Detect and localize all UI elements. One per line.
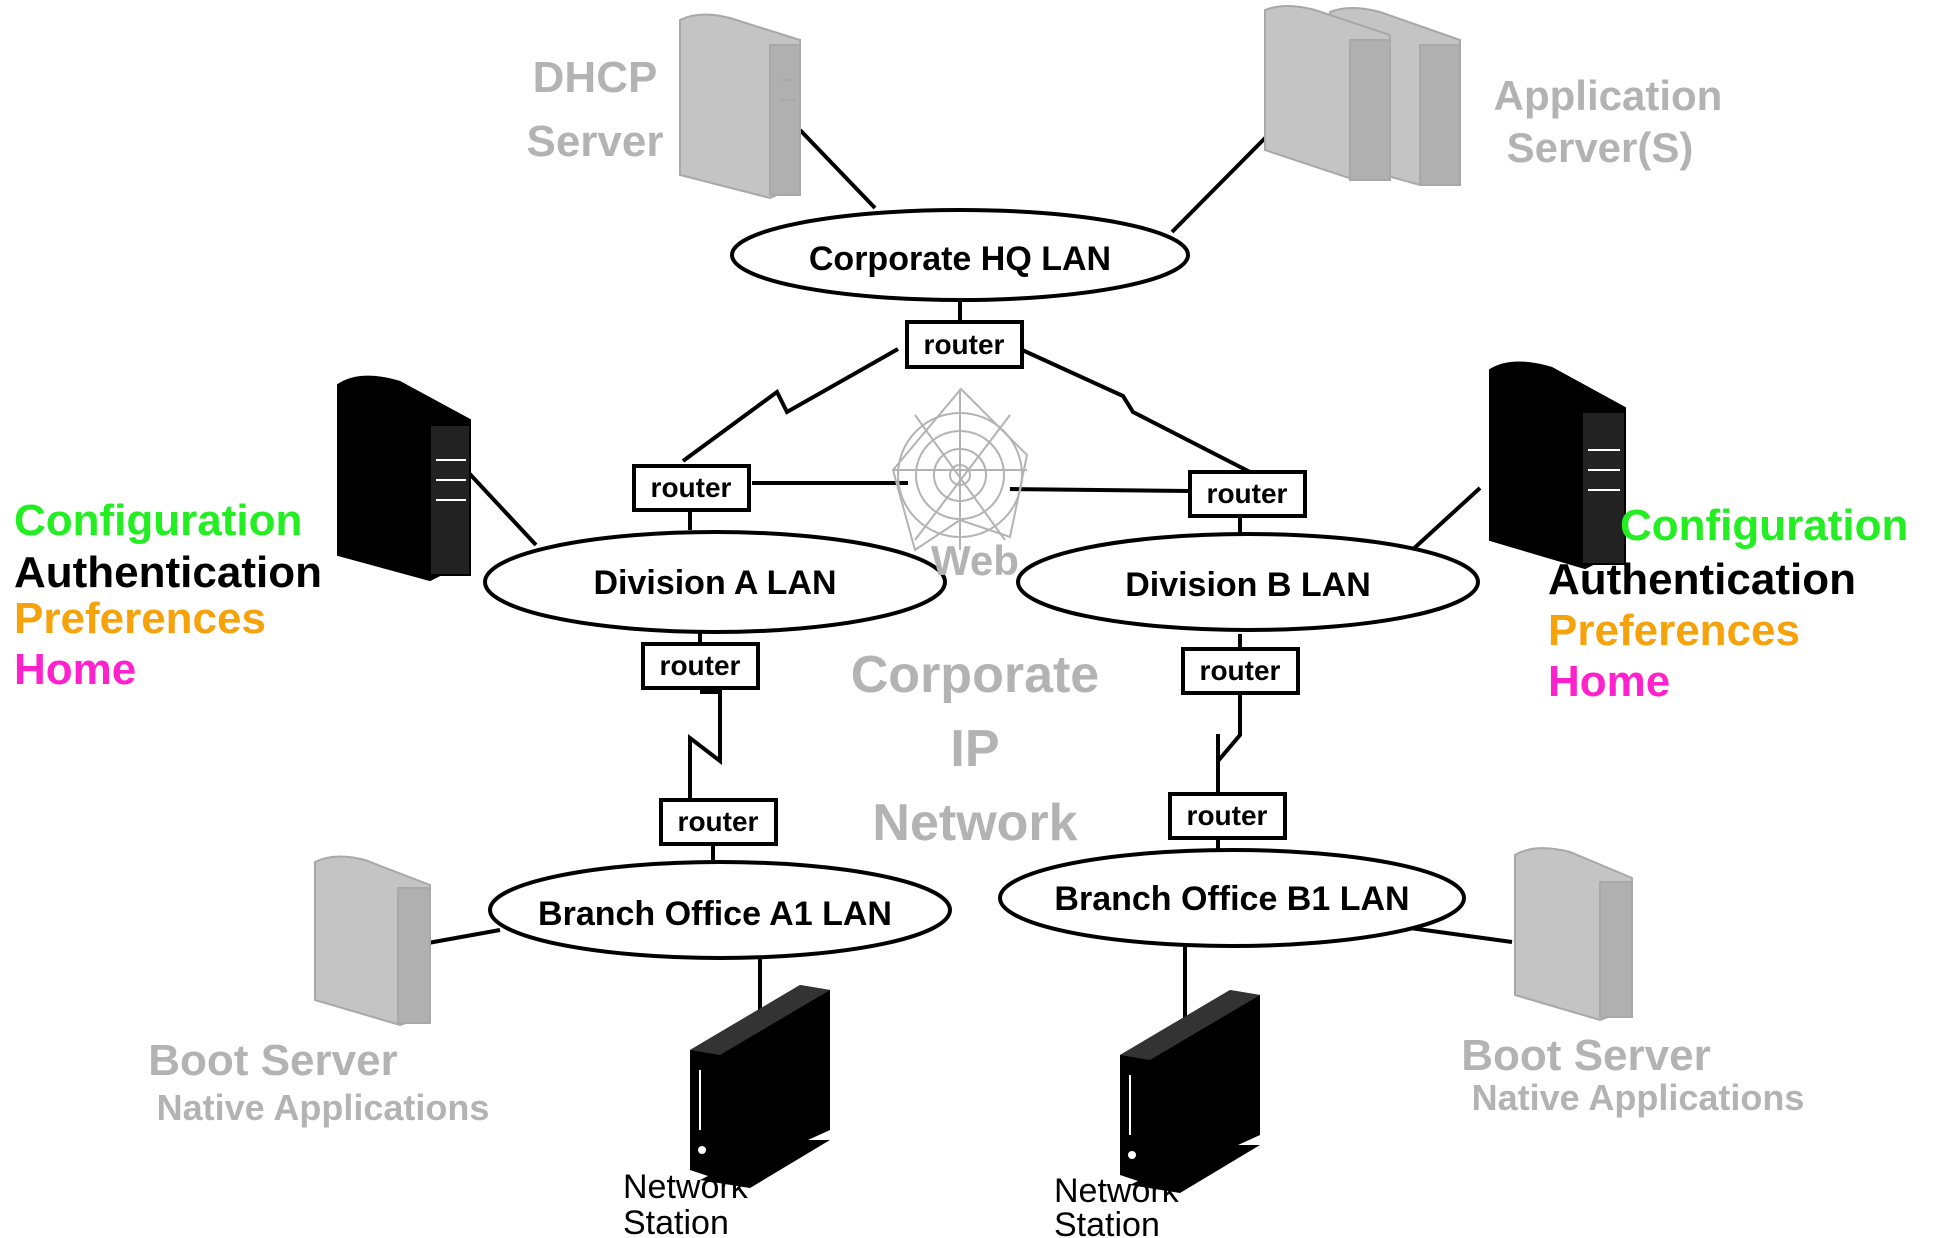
tower-server-icon: [1264, 5, 1461, 187]
tower-server-icon: [337, 375, 471, 582]
router-branch-b1: router: [1168, 792, 1287, 840]
boot-server-b-title: Boot Server: [1461, 1031, 1710, 1080]
web-globe-icon: [891, 387, 1029, 552]
dhcp-label-line1: DHCP: [533, 53, 658, 102]
right-role-config: Configuration: [1620, 501, 1908, 550]
left-role-prefs: Preferences: [14, 594, 266, 643]
lan-branch-a1-label: Branch Office A1 LAN: [538, 895, 892, 933]
router-label: router: [1207, 478, 1288, 509]
router-hq: router: [905, 320, 1024, 369]
router-label: router: [924, 329, 1005, 360]
router-label: router: [1187, 800, 1268, 831]
lan-branch-b1-label: Branch Office B1 LAN: [1054, 880, 1409, 918]
lan-branch-b1: Branch Office B1 LAN: [998, 848, 1466, 948]
boot-server-b-sub: Native Applications: [1472, 1077, 1805, 1118]
lan-division-b: Division B LAN: [1016, 532, 1480, 632]
router-division-a: router: [632, 464, 751, 512]
tower-server-icon: [679, 13, 801, 200]
boot-server-a-sub: Native Applications: [157, 1087, 490, 1128]
left-role-auth: Authentication: [14, 548, 322, 597]
right-role-home: Home: [1548, 657, 1670, 706]
lan-division-a: Division A LAN: [483, 530, 947, 634]
station-b-label-line2: Station: [1054, 1206, 1160, 1238]
station-b-label-line1: Network: [1054, 1172, 1180, 1210]
web-label: Web: [931, 537, 1019, 584]
router-label: router: [660, 650, 741, 681]
dhcp-label-line2: Server: [526, 117, 663, 166]
router-label: router: [1200, 655, 1281, 686]
left-role-config: Configuration: [14, 496, 302, 545]
network-station-icon: [690, 985, 830, 1188]
lan-division-a-label: Division A LAN: [593, 564, 836, 602]
boot-server-a-title: Boot Server: [148, 1036, 397, 1085]
corporate-label: Corporate: [851, 646, 1099, 704]
app-server-label-line2: Server(S): [1507, 124, 1694, 171]
network-station-icon: [1120, 990, 1260, 1193]
ip-label: IP: [950, 720, 999, 778]
tower-server-icon: [1489, 361, 1626, 570]
lan-branch-a1: Branch Office A1 LAN: [488, 860, 952, 960]
router-label: router: [651, 472, 732, 503]
tower-server-icon: [1514, 847, 1633, 1022]
left-role-home: Home: [14, 645, 136, 694]
router-label: router: [678, 806, 759, 837]
network-label: Network: [872, 794, 1077, 852]
router-branch-a1: router: [659, 798, 778, 846]
app-server-label-line1: Application: [1494, 72, 1723, 119]
tower-server-icon: [314, 855, 431, 1027]
right-role-auth: Authentication: [1548, 555, 1856, 604]
lan-division-b-label: Division B LAN: [1125, 566, 1371, 604]
router-division-b: router: [1188, 470, 1307, 518]
router-division-b-lower: router: [1181, 647, 1300, 695]
right-role-prefs: Preferences: [1548, 606, 1800, 655]
lan-hq-label: Corporate HQ LAN: [809, 240, 1111, 278]
station-a-label-line1: Network: [623, 1168, 749, 1206]
router-division-a-lower: router: [641, 642, 760, 690]
station-a-label-line2: Station: [623, 1204, 729, 1238]
lan-hq: Corporate HQ LAN: [730, 208, 1190, 302]
